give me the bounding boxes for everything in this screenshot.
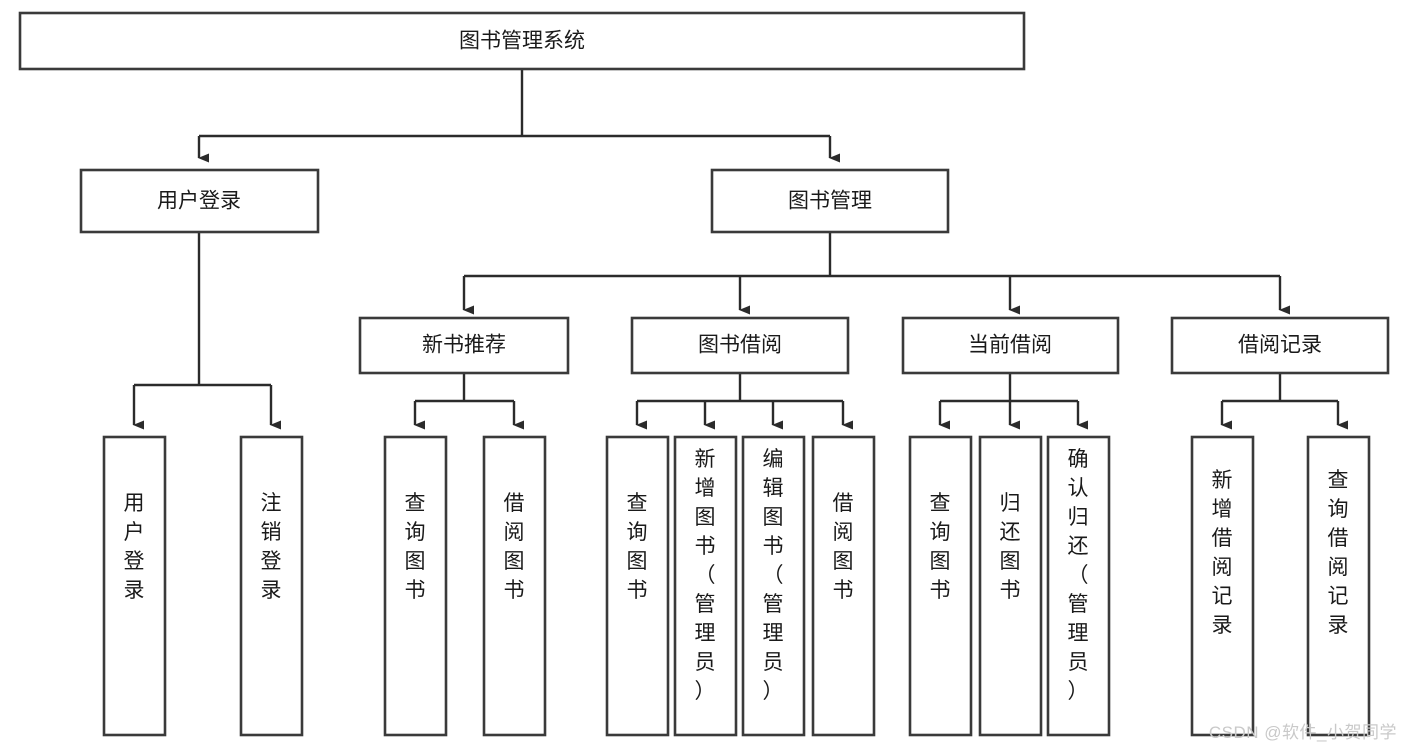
- node-book-borrow[interactable]: 图书借阅: [630, 316, 850, 375]
- node-user-login-label: 用户登录: [157, 190, 241, 213]
- node-book-borrow-label: 图书借阅: [698, 334, 782, 357]
- node-leaf-logout-label: 注销登录: [261, 492, 282, 602]
- node-leaf-add-book[interactable]: 新增图书（管理员）: [673, 435, 738, 737]
- node-leaf-query-book-3-box: [908, 435, 973, 737]
- node-leaf-add-record-box: [1190, 435, 1255, 737]
- node-root-box: [18, 11, 1026, 71]
- node-book-manage-box: [710, 168, 950, 234]
- node-leaf-query-book-2-label: 查询图书: [627, 492, 648, 602]
- node-borrow-record[interactable]: 借阅记录: [1170, 316, 1390, 375]
- node-leaf-confirm-return[interactable]: 确认归还（管理员）: [1046, 435, 1111, 737]
- node-leaf-query-record-box: [1306, 435, 1371, 737]
- node-leaf-borrow-book-2[interactable]: 借阅图书: [811, 435, 876, 737]
- node-leaf-borrow-book-1-box: [482, 435, 547, 737]
- node-leaf-query-book-2[interactable]: 查询图书: [605, 435, 670, 737]
- node-leaf-query-book-3[interactable]: 查询图书: [908, 435, 973, 737]
- node-leaf-query-book-1[interactable]: 查询图书: [383, 435, 448, 737]
- node-leaf-query-book-1-box: [383, 435, 448, 737]
- node-leaf-confirm-return-label: 确认归还（管理员）: [1068, 448, 1089, 703]
- node-book-borrow-box: [630, 316, 850, 375]
- node-leaf-query-record-label: 查询借阅记录: [1328, 469, 1349, 637]
- node-book-manage-label: 图书管理: [788, 190, 872, 213]
- node-leaf-add-record-label: 新增借阅记录: [1212, 469, 1233, 637]
- node-user-login-box: [79, 168, 320, 234]
- node-leaf-user-login-box: [102, 435, 167, 737]
- node-leaf-edit-book-box: [741, 435, 806, 737]
- node-new-book-rec-label: 新书推荐: [422, 334, 506, 357]
- node-leaf-logout-box: [239, 435, 304, 737]
- node-leaf-add-record[interactable]: 新增借阅记录: [1190, 435, 1255, 737]
- connector-layer: [132, 69, 1348, 430]
- node-leaf-query-book-1-label: 查询图书: [405, 492, 426, 602]
- node-leaf-user-login-label: 用户登录: [124, 492, 145, 602]
- node-leaf-borrow-book-1-label: 借阅图书: [504, 492, 525, 602]
- node-leaf-add-book-label: 新增图书（管理员）: [695, 448, 716, 703]
- node-leaf-query-record[interactable]: 查询借阅记录: [1306, 435, 1371, 737]
- node-leaf-add-book-box: [673, 435, 738, 737]
- node-user-login[interactable]: 用户登录: [79, 168, 320, 234]
- node-current-borrow-label: 当前借阅: [968, 334, 1052, 357]
- node-leaf-return-book-box: [978, 435, 1043, 737]
- node-leaf-confirm-return-box: [1046, 435, 1111, 737]
- node-leaf-query-book-3-label: 查询图书: [930, 492, 951, 602]
- node-current-borrow-box: [901, 316, 1120, 375]
- node-current-borrow[interactable]: 当前借阅: [901, 316, 1120, 375]
- node-book-manage[interactable]: 图书管理: [710, 168, 950, 234]
- node-leaf-edit-book-label: 编辑图书（管理员）: [763, 448, 784, 703]
- node-leaf-return-book[interactable]: 归还图书: [978, 435, 1043, 737]
- node-new-book-rec-box: [358, 316, 570, 375]
- node-leaf-user-login[interactable]: 用户登录: [102, 435, 167, 737]
- node-borrow-record-label: 借阅记录: [1238, 334, 1322, 357]
- node-leaf-borrow-book-2-box: [811, 435, 876, 737]
- node-leaf-return-book-label: 归还图书: [1000, 492, 1021, 602]
- node-leaf-logout[interactable]: 注销登录: [239, 435, 304, 737]
- node-root[interactable]: 图书管理系统: [18, 11, 1026, 71]
- node-borrow-record-box: [1170, 316, 1390, 375]
- node-root-label: 图书管理系统: [459, 30, 585, 53]
- node-leaf-borrow-book-1[interactable]: 借阅图书: [482, 435, 547, 737]
- node-leaf-edit-book[interactable]: 编辑图书（管理员）: [741, 435, 806, 737]
- node-new-book-rec[interactable]: 新书推荐: [358, 316, 570, 375]
- node-leaf-borrow-book-2-label: 借阅图书: [833, 492, 854, 602]
- node-leaf-query-book-2-box: [605, 435, 670, 737]
